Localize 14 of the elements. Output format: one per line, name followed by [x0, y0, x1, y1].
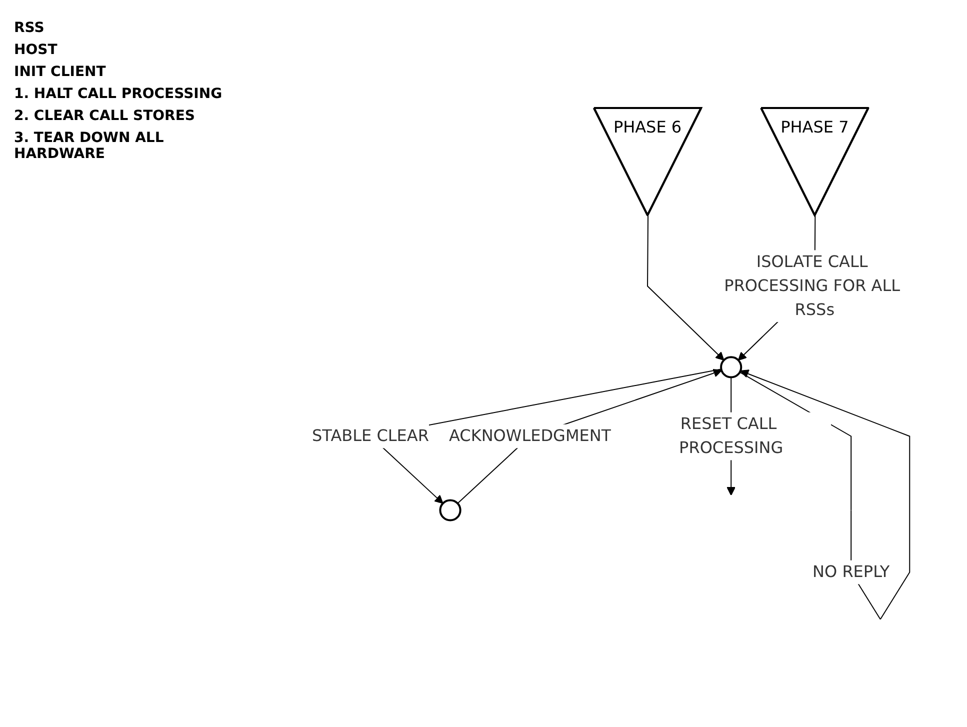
note-text: 2. CLEAR CALL STORES: [14, 108, 196, 124]
note-text: HOST: [14, 42, 58, 58]
edge-label: RESET CALL PROCESSING: [679, 414, 784, 458]
edge-label: ISOLATE CALL PROCESSING FOR ALL RSSs: [724, 252, 900, 319]
note-text: RSS: [14, 20, 46, 36]
arrow: [647, 214, 724, 360]
edge-label: ACKNOWLEDGMENT: [449, 426, 612, 446]
note-text: 3. TEAR DOWN ALL HARDWARE: [14, 130, 165, 162]
node-circle: [439, 499, 462, 522]
note-text: 1. HALT CALL PROCESSING: [14, 86, 224, 102]
note-text: INIT CLIENT: [14, 64, 107, 80]
edge-label: STABLE CLEAR: [312, 426, 430, 446]
edge-label: NO REPLY: [812, 562, 890, 582]
node-circle: [720, 356, 742, 378]
